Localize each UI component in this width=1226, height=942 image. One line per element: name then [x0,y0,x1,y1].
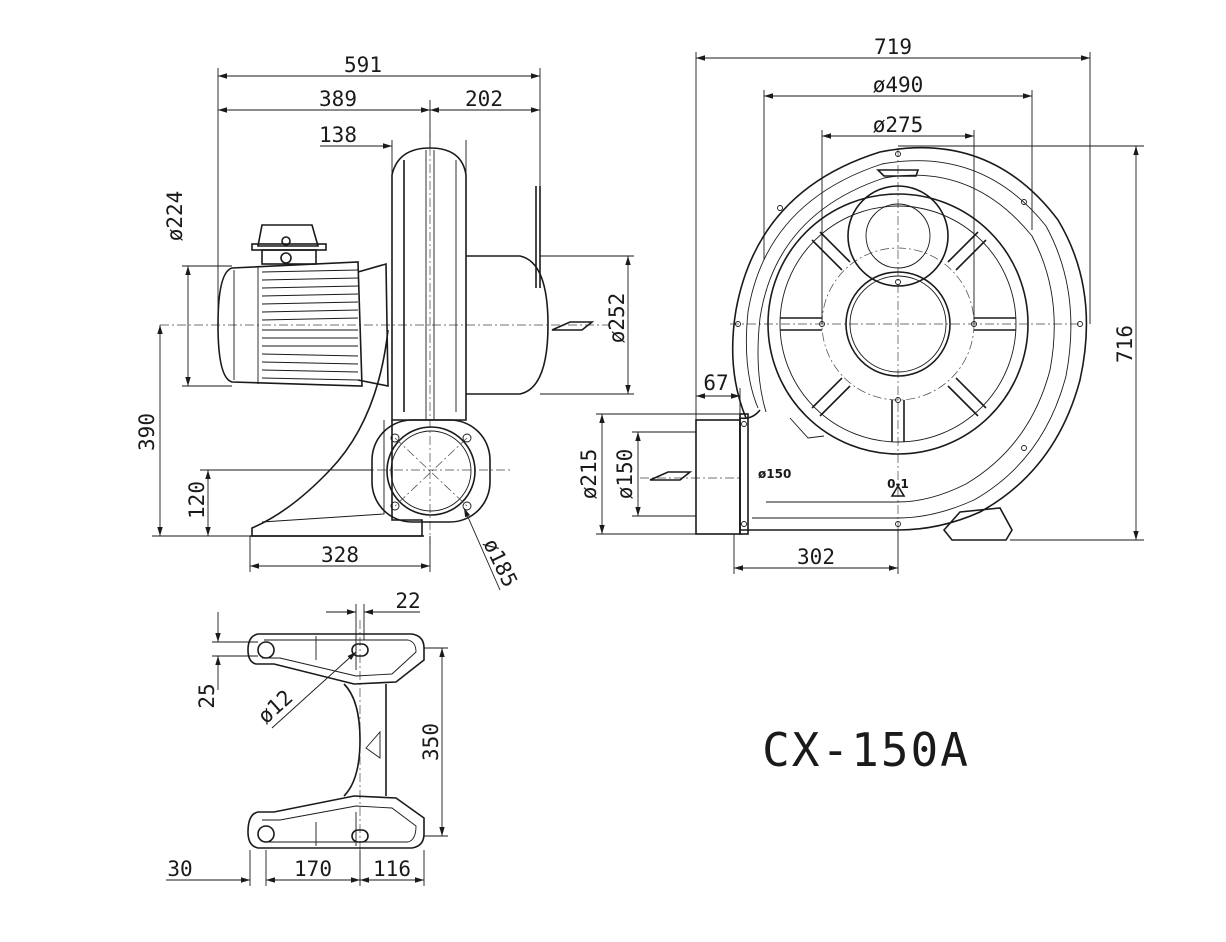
impeller-spokes [780,231,1016,442]
dim-housing-width: 138 [319,123,357,147]
dim-outlet-outer-diameter: ø215 [577,449,601,500]
dim-edge-offset: 30 [167,857,192,881]
dim-base-depth: 350 [419,723,443,761]
dim-outlet-inner-diameter: ø150 [613,449,637,500]
base-view [247,620,425,860]
dim-housing-diameter: ø490 [873,73,924,97]
dim-rear-offset: 116 [373,857,411,881]
dim-outlet-offset: 302 [797,545,835,569]
dim-outlet-height: 390 [135,413,159,451]
side-view-dimensions: 591 389 202 138 ø224 ø252 390 120 328 ø1… [135,53,634,591]
front-view: ø150 0-1 [640,146,1088,541]
dim-hole-diameter: ø12 [253,685,297,728]
front-view-dimensions: 719 ø490 ø275 716 67 ø215 ø150 302 [577,35,1144,574]
motor-fins [261,269,359,381]
dim-motor-length: 389 [319,87,357,111]
dim-overall-height: 716 [1113,325,1137,363]
outlet-mark-label: ø150 [758,467,791,481]
dim-blower-length: 202 [465,87,503,111]
dim-slot-depth: 25 [195,683,219,708]
dim-motor-diameter: ø224 [163,191,187,242]
dim-slot-width: 22 [395,589,420,613]
dim-inlet-flange-diameter: ø252 [605,293,629,344]
rotation-mark-label: 0-1 [887,477,909,491]
dim-inlet-diameter: ø275 [873,113,924,137]
dim-outlet-center-height: 120 [185,481,209,519]
dim-overall-width: 719 [874,35,912,59]
dim-hole-pitch: 170 [294,857,332,881]
model-title: CX-150A [762,723,970,777]
side-view [160,130,610,545]
dim-base-length: 328 [321,543,359,567]
dim-outlet-length: 67 [703,371,728,395]
dim-outlet-flange-diameter: ø185 [478,535,522,591]
dim-overall-length: 591 [344,53,382,77]
